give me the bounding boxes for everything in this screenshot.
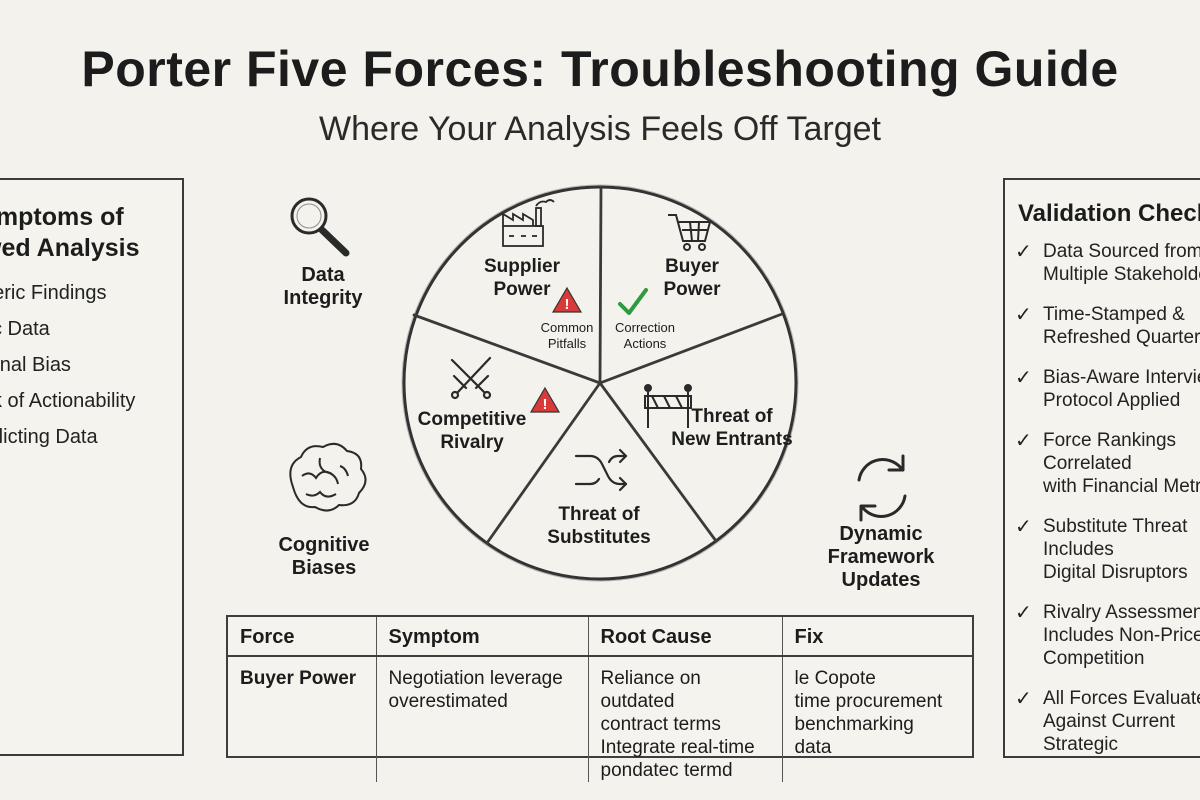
page-title: Porter Five Forces: Troubleshooting Guid… [81,41,1119,97]
sector-dividers [412,185,784,545]
magnifier-icon [290,197,350,257]
table-cell-force: Buyer Power [228,656,377,782]
symptom-item: ernal Bias [0,354,71,376]
table-header-symptom: Symptom [376,617,589,657]
checklist-item: ✓Rivalry Assessment Includes Non-Price C… [1015,602,1200,669]
checkmark-icon [618,288,648,315]
validation-checklist: ✓Data Sourced from Multiple Stakeholders… [1005,240,1200,756]
table-header-root-cause: Root Cause [588,617,783,657]
table-cell-symptom: Negotiation leverage overestimated [376,656,589,782]
shopping-cart-icon [668,214,712,251]
checkmark-icon: ✓ [1015,688,1032,710]
table-cell-fix: le Copote time procurement benchmarking … [794,668,943,758]
cognitive-biases-label: Cognitive Biases [278,534,370,579]
checklist-item: ✓Force Rankings Correlated with Financia… [1015,430,1200,497]
symptom-item: tic Data [0,318,50,340]
table-header-fix: Fix [782,617,972,657]
warning-icon: ! [529,386,561,413]
symptoms-list: neric Findings tic Data ernal Bias ck of… [0,282,176,462]
symptom-item: nflicting Data [0,426,98,448]
checkmark-icon: ✓ [1015,602,1032,624]
crossed-swords-icon [450,356,492,400]
checkmark-icon: ✓ [1015,430,1032,452]
common-pitfalls-label: Common Pitfalls [540,320,594,351]
checklist-item: ✓Substitute Threat Includes Digital Disr… [1015,516,1188,583]
checklist-item: ✓All Forces Evaluated Against Current St… [1015,688,1200,755]
checklist-item: ✓Bias-Aware Interview Protocol Applied [1015,367,1200,411]
checkmark-icon: ✓ [1015,241,1032,263]
force-label-buyer-power: Buyer Power [663,256,721,300]
checklist-item: ✓Time-Stamped & Refreshed Quarterly [1015,304,1200,348]
checklist-item: ✓Data Sourced from Multiple Stakeholders [1015,241,1200,285]
validation-checklist-panel: Validation Checklist ✓Data Sourced from … [1003,178,1200,758]
force-label-new-entrants: Threat of New Entrants [671,406,793,450]
svg-text:!: ! [543,396,548,413]
checkmark-icon: ✓ [1015,304,1032,326]
table-cell-root-cause: Reliance on outdated contract terms Inte… [588,656,783,782]
svg-text:!: ! [565,296,570,313]
troubleshooting-table: Force Symptom Root Cause Fix Buyer Power… [226,615,974,782]
refresh-icon [857,454,907,522]
symptoms-panel: ymptoms of wed Analysis neric Findings t… [0,178,184,756]
symptoms-panel-title: ymptoms of wed Analysis [0,203,140,262]
force-label-substitutes: Threat of Substitutes [547,504,651,548]
table-header-force: Force [228,617,377,657]
brain-icon [289,442,367,512]
symptom-item: neric Findings [0,282,107,304]
symptom-item: ck of Actionability [0,390,136,412]
force-label-competitive-rivalry: Competitive Rivalry [417,409,527,453]
validation-checklist-title: Validation Checklist [1018,200,1200,227]
checkmark-icon: ✓ [1015,516,1032,538]
page-subtitle: Where Your Analysis Feels Off Target [319,110,881,148]
warning-icon: ! [551,286,583,313]
table-header-row: Force Symptom Root Cause Fix [228,617,972,657]
factory-icon [502,199,555,247]
table-row: Buyer Power Negotiation leverage overest… [228,656,972,782]
dynamic-updates-label: Dynamic Framework Updates [827,523,935,591]
barrier-icon [644,384,692,428]
checkmark-icon: ✓ [1015,367,1032,389]
swap-arrows-icon [574,448,628,492]
force-label-supplier-power: Supplier Power [483,256,560,300]
data-integrity-label: Data Integrity [283,264,363,309]
correction-actions-label: Correction Actions [615,320,675,351]
